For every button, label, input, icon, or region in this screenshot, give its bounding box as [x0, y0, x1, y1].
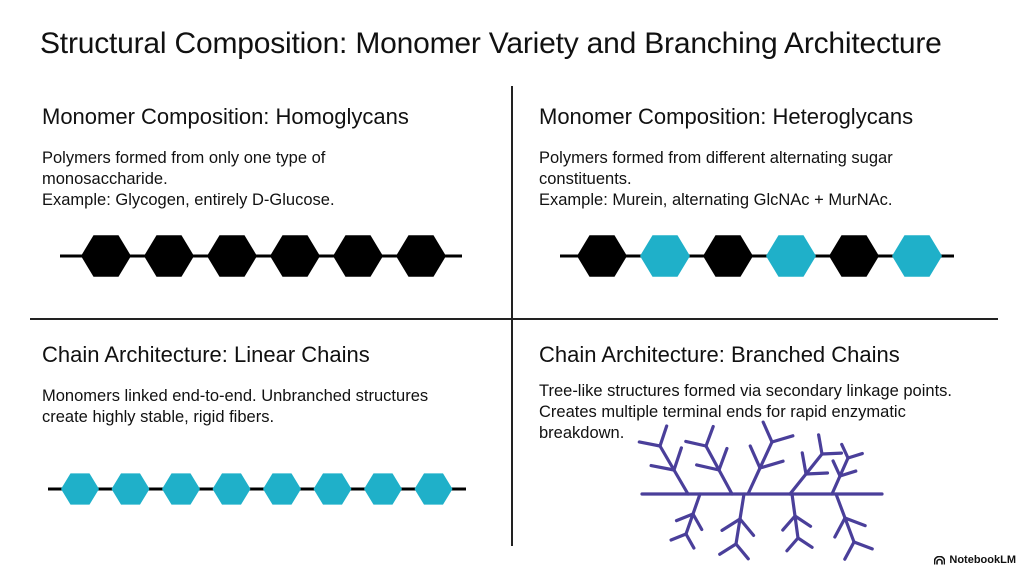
branch-segment	[761, 420, 774, 444]
branch-segment	[674, 512, 695, 523]
branch-segment	[672, 446, 683, 472]
homoglycans-line: Polymers formed from only one type of	[42, 149, 326, 167]
monomer-hexagon	[81, 235, 131, 277]
horizontal-divider	[30, 318, 998, 320]
branch-segment	[738, 517, 756, 537]
branch-segment	[734, 542, 750, 561]
heteroglycans-line: Example: Murein, alternating GlcNAc + Mu…	[539, 191, 893, 209]
homoglycans-heading: Monomer Composition: Homoglycans	[42, 104, 409, 129]
branch-segment	[796, 536, 814, 549]
branch-segment	[843, 516, 867, 528]
branched-line: breakdown.	[539, 424, 625, 442]
notebooklm-logo: NotebookLM	[934, 554, 1016, 566]
heteroglycans-line: constituents.	[539, 170, 632, 188]
branch-segment	[684, 439, 708, 448]
monomer-hexagon	[212, 473, 251, 505]
branch-segment	[720, 517, 742, 532]
branch-segment	[852, 540, 874, 551]
branch-segment	[785, 536, 800, 553]
heteroglycans-description: Polymers formed from different alternati…	[539, 148, 893, 211]
branch-segment	[658, 424, 669, 448]
branched-heading: Chain Architecture: Branched Chains	[539, 342, 900, 367]
branched-line: Tree-like structures formed via secondar…	[539, 382, 952, 400]
monomer-hexagon	[111, 473, 150, 505]
branch-segment	[817, 433, 824, 456]
linear-description: Monomers linked end-to-end. Unbranched s…	[42, 386, 428, 428]
monomer-hexagon	[144, 235, 194, 277]
monomer-hexagon	[270, 235, 320, 277]
monomer-hexagon	[577, 235, 627, 277]
heteroglycans-heading: Monomer Composition: Heteroglycans	[539, 104, 914, 129]
branch-segment	[840, 442, 850, 460]
homoglycan-chain-diagram	[60, 235, 462, 277]
page-title: Structural Composition: Monomer Variety …	[40, 27, 942, 60]
monomer-hexagon	[333, 235, 383, 277]
monomer-hexagon	[162, 473, 200, 505]
branch-segment	[669, 532, 688, 542]
monomer-hexagon	[263, 473, 301, 505]
branched-line: Creates multiple terminal ends for rapid…	[539, 403, 906, 421]
branch-segment	[781, 514, 797, 532]
branched-description: Tree-like structures formed via secondar…	[539, 381, 952, 444]
branch-segment	[793, 514, 813, 528]
monomer-hexagon	[313, 473, 352, 505]
branch-segment	[758, 459, 785, 470]
branch-segment	[800, 451, 808, 476]
brand-name: NotebookLM	[949, 554, 1016, 566]
branch-segment	[684, 532, 696, 550]
monomer-hexagon	[640, 235, 690, 277]
notebooklm-logo-icon	[934, 555, 946, 565]
branch-segment	[831, 459, 842, 478]
heteroglycan-chain-diagram	[560, 235, 954, 277]
linear-heading: Chain Architecture: Linear Chains	[42, 342, 370, 367]
monomer-hexagon	[364, 473, 402, 505]
branch-segment	[691, 512, 704, 532]
branch-segment	[838, 469, 858, 478]
monomer-hexagon	[207, 235, 257, 277]
homoglycans-line: Example: Glycogen, entirely D-Glucose.	[42, 191, 335, 209]
branch-segment	[846, 451, 864, 460]
branch-segment	[704, 424, 715, 448]
monomer-hexagon	[703, 235, 753, 277]
branch-segment	[637, 440, 662, 448]
monomer-hexagon	[829, 235, 879, 277]
linear-line: create highly stable, rigid fibers.	[42, 408, 275, 426]
branch-segment	[820, 451, 844, 456]
branch-segment	[843, 540, 856, 561]
monomer-hexagon	[396, 235, 446, 277]
branch-segment	[770, 434, 795, 444]
monomer-hexagon	[414, 473, 453, 505]
branch-segment	[717, 446, 729, 472]
linear-chain-diagram	[48, 473, 466, 505]
branch-segment	[804, 471, 830, 476]
branch-segment	[833, 516, 847, 539]
branched-tree-diagram	[637, 420, 884, 561]
homoglycans-line: monosaccharide.	[42, 170, 168, 188]
branch-segment	[695, 463, 721, 472]
vertical-divider	[511, 86, 513, 546]
branch-segment	[748, 444, 762, 470]
monomer-hexagon	[892, 235, 942, 277]
linear-line: Monomers linked end-to-end. Unbranched s…	[42, 387, 429, 405]
monomer-hexagon	[766, 235, 816, 277]
branch-segment	[718, 542, 738, 556]
monomer-hexagon	[61, 473, 99, 505]
branch-segment	[649, 463, 676, 472]
heteroglycans-line: Polymers formed from different alternati…	[539, 149, 893, 167]
homoglycans-description: Polymers formed from only one type of mo…	[42, 148, 335, 211]
